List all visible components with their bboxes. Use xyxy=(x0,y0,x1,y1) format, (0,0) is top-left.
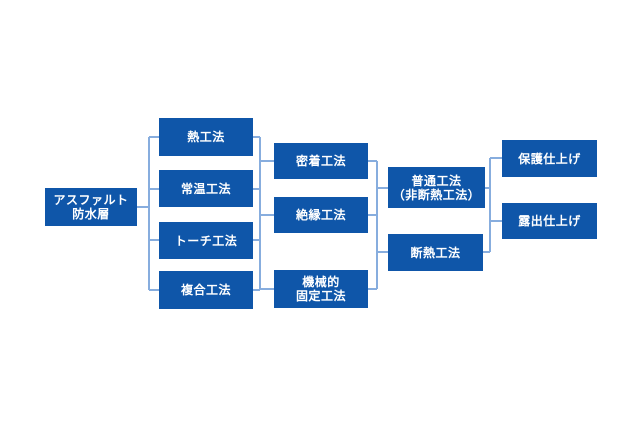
node-protected-finish: 保護仕上げ xyxy=(502,140,597,177)
connector-col4-to-col5 xyxy=(483,157,502,253)
node-adhered-method: 密着工法 xyxy=(274,143,368,179)
node-thermal-insulation-method: 断熱工法 xyxy=(388,234,483,271)
connector-col2-to-col3 xyxy=(253,136,274,291)
node-torch-method: トーチ工法 xyxy=(159,222,253,259)
connector-col3-to-col4 xyxy=(368,160,388,290)
connector-root-to-col2 xyxy=(137,136,159,291)
node-composite-method: 複合工法 xyxy=(159,271,253,309)
node-mechanical-fixing-method: 機械的 固定工法 xyxy=(274,270,368,308)
node-exposed-finish: 露出仕上げ xyxy=(502,203,597,239)
node-asphalt-waterproof-layer: アスファルト 防水層 xyxy=(45,188,137,226)
node-ordinary-non-insulated-method: 普通工法 （非断熱工法） xyxy=(388,167,485,208)
node-cold-applied-method: 常温工法 xyxy=(159,170,253,207)
node-insulated-method: 絶縁工法 xyxy=(274,197,368,233)
node-heat-method: 熱工法 xyxy=(159,118,253,156)
